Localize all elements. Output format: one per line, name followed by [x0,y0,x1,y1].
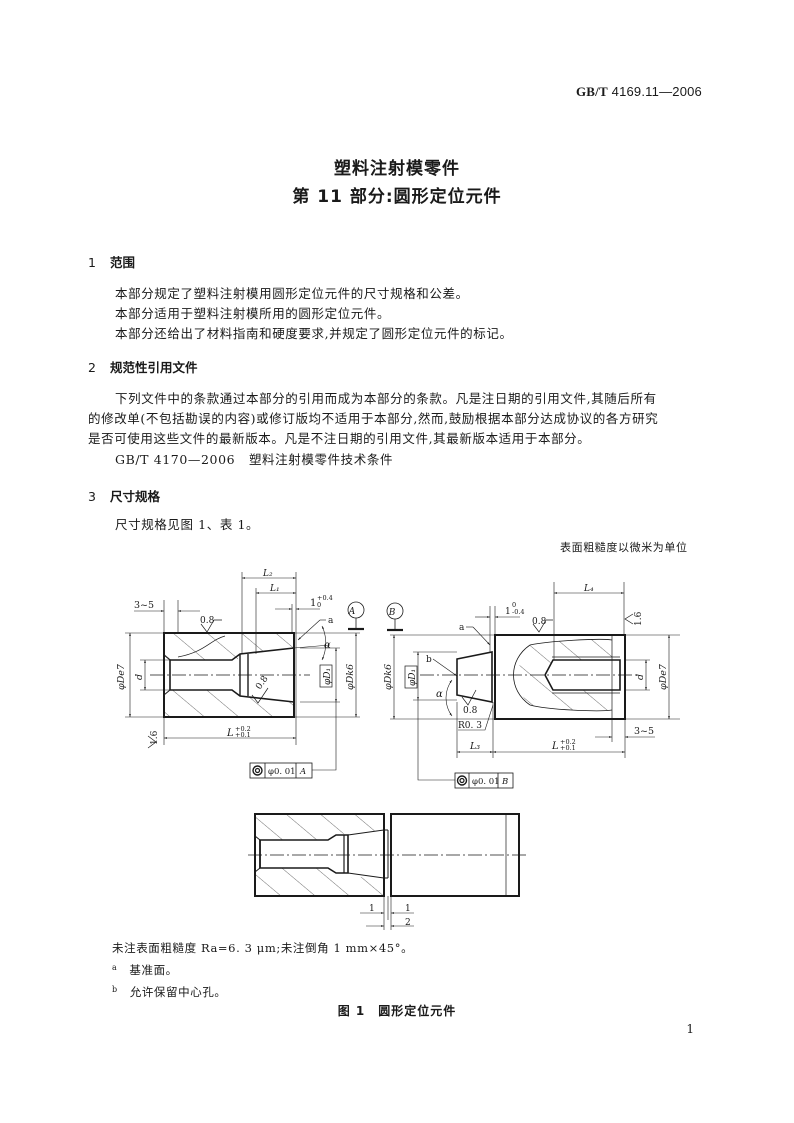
svg-text:1: 1 [310,598,316,609]
svg-text:L₃: L₃ [469,741,480,752]
svg-text:L₄: L₄ [583,584,594,594]
svg-text:A: A [348,607,356,617]
assembly-labels: 1 1 2 [369,904,411,928]
section-1-para-1: 本部分规定了塑料注射模用圆形定位元件的尺寸规格和公差。 [115,286,469,301]
svg-text:2: 2 [405,918,411,928]
svg-text:d: d [134,674,145,680]
svg-text:+0.2: +0.2 [560,738,576,746]
svg-text:b: b [426,655,432,665]
svg-text:α: α [324,640,331,651]
svg-text:B: B [501,777,508,787]
svg-text:B: B [388,608,396,618]
svg-text:1: 1 [405,904,411,914]
section-2-para-2: 的修改单(不包括勘误的内容)或修订版均不适用于本部分,然而,鼓励根据本部分达成协… [88,411,659,426]
section-2-para-1: 下列文件中的条款通过本部分的引用而成为本部分的条款。凡是注日期的引用文件,其随后… [115,391,657,406]
svg-text:φDe7: φDe7 [658,663,669,690]
svg-text:1: 1 [505,607,511,617]
section-3-para-1: 尺寸规格见图 1、表 1。 [115,517,260,532]
svg-text:L: L [551,741,559,752]
svg-text:φDk6: φDk6 [383,664,394,690]
svg-text:d: d [635,674,646,680]
svg-text:φDk6: φDk6 [345,664,356,690]
svg-text:3~5: 3~5 [134,600,154,611]
svg-text:a: a [328,616,334,626]
svg-text:+0.1: +0.1 [560,744,576,752]
svg-text:0: 0 [512,601,516,609]
svg-text:R0. 3: R0. 3 [458,721,482,731]
svg-text:3~5: 3~5 [634,726,654,737]
right-part-drawing [386,582,680,789]
svg-text:0.8: 0.8 [532,617,547,627]
svg-text:-0.4: -0.4 [512,608,525,616]
svg-text:L: L [226,728,234,739]
figure-caption: 图 1 圆形定位元件 [337,1004,457,1018]
reference-entry: GB/T 4170—2006 塑料注射模零件技术条件 [115,452,394,467]
svg-text:+0.1: +0.1 [235,731,251,739]
svg-text:1.6: 1.6 [150,730,160,745]
section-1-para-3: 本部分还给出了材料指南和硬度要求,并规定了圆形定位元件的标记。 [115,326,513,341]
svg-text:+0.4: +0.4 [317,594,333,602]
svg-text:φD₁: φD₁ [323,668,333,685]
svg-text:0.8: 0.8 [463,706,478,716]
left-part-labels: L₂ L₁ 1 +0.4 0 3~5 0.8 a α A 0.8 1.6 φDe… [116,569,356,777]
svg-text:0.8: 0.8 [200,616,215,626]
svg-text:1: 1 [369,904,375,914]
standard-number: GB/T 4169.11—2006 [576,84,702,100]
svg-text:a: a [459,623,465,633]
general-note: 未注表面粗糙度 Ra=6. 3 μm;未注倒角 1 mm×45°。 [112,941,414,955]
svg-text:α: α [436,689,443,700]
svg-text:φDe7: φDe7 [116,663,127,690]
svg-text:φ0. 01: φ0. 01 [472,777,500,787]
right-part-labels: L₄ 1 0 -0.4 0.8 1.6 a b α 0.8 R0. 3 L₃ L… [383,584,669,787]
svg-text:A: A [299,767,306,777]
svg-text:1.6: 1.6 [634,611,644,626]
left-part-drawing [125,572,365,779]
section-1-para-2: 本部分适用于塑料注射模所用的圆形定位元件。 [115,306,391,321]
svg-text:L₁: L₁ [269,584,280,594]
page-number: 1 [686,1022,694,1036]
standard-prefix: GB/T [575,84,608,99]
svg-text:0: 0 [317,601,321,609]
svg-text:φD₁: φD₁ [408,669,418,686]
svg-text:L₂: L₂ [262,569,273,579]
document-subtitle: 第 11 部分:圆形定位元件 [292,187,502,207]
unit-note: 表面粗糙度以微米为单位 [560,541,688,554]
svg-text:φ0. 01: φ0. 01 [268,767,296,777]
standard-code: 4169.11—2006 [611,84,702,99]
document-title: 塑料注射模零件 [334,159,460,179]
section-2-para-3: 是否可使用这些文件的最新版本。凡是不注日期的引用文件,其最新版本适用于本部分。 [88,431,591,446]
assembly-drawing [248,813,528,930]
svg-text:+0.2: +0.2 [235,725,251,733]
